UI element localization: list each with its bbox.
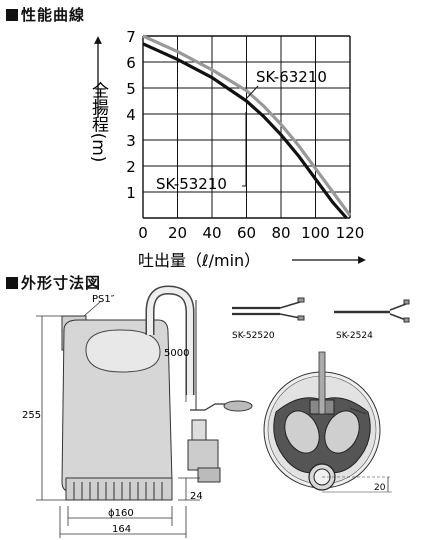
square-bullet-icon (6, 277, 18, 289)
x-tick-label: 60 (237, 224, 256, 242)
pump-base (65, 477, 173, 501)
cable-length-label: 5000 (164, 348, 189, 359)
x-tick-label: 120 (336, 224, 365, 242)
cable-connector-a (232, 297, 305, 321)
chart-tick-labels: 0 20 40 60 80 100 120 1 2 3 4 5 6 7 (126, 28, 364, 242)
cable-plug (223, 400, 253, 412)
cable (190, 403, 250, 411)
ps-label: PS1″ (92, 294, 115, 305)
y-tick-label: 1 (126, 184, 136, 202)
series-label-sk-53210: SK-53210 (156, 175, 227, 193)
y-tick-label: 7 (126, 28, 136, 46)
x-tick-label: 80 (271, 224, 290, 242)
x-tick-label: 100 (301, 224, 330, 242)
pump-base-slots (73, 482, 163, 500)
cable-model-a: SK-52520 (232, 331, 275, 341)
dimensions-section-title: 外形寸法図 (6, 272, 101, 293)
dimensions-title-text: 外形寸法図 (21, 274, 102, 292)
pump-housing (61, 319, 173, 493)
float-switch (187, 439, 219, 471)
series-label-sk-63210: SK-63210 (256, 68, 327, 86)
y-tick-label: 4 (126, 106, 136, 124)
series-leader-sk-53210 (242, 112, 247, 187)
width-label: 164 (112, 524, 131, 535)
chart-series (142, 34, 352, 220)
y-tick-label: 2 (126, 158, 136, 176)
dimension-lines (36, 301, 200, 538)
y-axis-label: 全揚程(m) (88, 82, 109, 163)
cable-connector-b (334, 299, 410, 323)
base-height-label: 24 (190, 491, 203, 502)
cable-model-b: SK-2524 (336, 331, 373, 341)
performance-title-text: 性能曲線 (21, 6, 86, 24)
hose (145, 285, 195, 395)
height-label: 255 (22, 410, 41, 421)
y-tick-label: 3 (126, 132, 136, 150)
square-bullet-icon (6, 9, 18, 21)
performance-section-title: 性能曲線 (6, 4, 85, 25)
x-axis-label: 吐出量（ℓ/min） (138, 251, 260, 270)
y-tick-label: 5 (126, 80, 136, 98)
series-line-sk-53210 (142, 42, 348, 220)
pump-outlet-neck (61, 315, 87, 351)
x-tick-label: 20 (168, 224, 187, 242)
diameter-label: ϕ160 (108, 508, 134, 519)
pump-handle (85, 329, 161, 373)
pump-side-view (61, 285, 253, 501)
series-leader-sk-63210 (244, 85, 259, 101)
series-line-sk-63210 (142, 34, 352, 217)
x-tick-label: 0 (138, 224, 148, 242)
performance-chart: 0 20 40 60 80 100 120 1 2 3 4 5 6 7 全揚程(m) 吐出量（ℓ/min）… (88, 28, 366, 270)
pump-top-view (263, 351, 392, 493)
y-tick-label: 6 (126, 54, 136, 72)
x-tick-label: 40 (202, 224, 221, 242)
bottom-offset-label: 20 (374, 483, 386, 493)
